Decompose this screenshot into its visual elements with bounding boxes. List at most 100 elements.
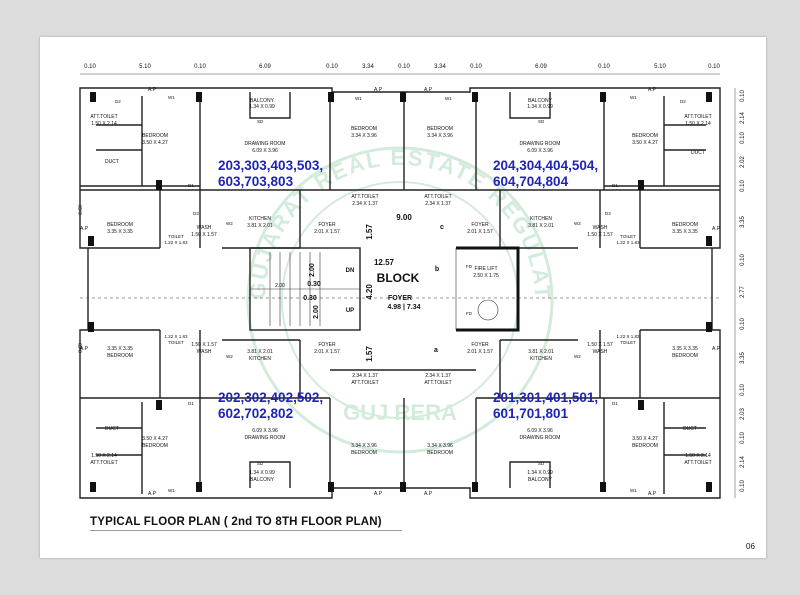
room-label: DUCT (691, 150, 705, 156)
room-size: 3.50 X 4.27 (142, 140, 168, 146)
room-label: BEDROOM (427, 450, 453, 456)
dim-top: 0.10 (194, 64, 206, 70)
dim-top: 0.10 (708, 64, 720, 70)
room-label: BEDROOM (632, 133, 658, 139)
dim-right: 2.02 (740, 156, 746, 168)
room-label: ATT.TOILET (684, 460, 711, 466)
room-size: 1.34 X 0.99 (527, 470, 553, 476)
room-size: 6.09 X 3.96 (527, 428, 553, 434)
door-window-marks: W1 SD W1 W1 SD W1 D2 D2 D1 D1 W2 W2 D3 D… (115, 95, 686, 493)
dim-top: 0.10 (598, 64, 610, 70)
room-size: 2.34 X 1.37 (425, 201, 451, 207)
room-size: 1.50 X 2.14 (91, 453, 117, 459)
room-label: DRAWING ROOM (520, 435, 561, 441)
room-label: BALCONY (250, 98, 275, 104)
room-label: FOYER (318, 222, 336, 228)
room-label: BEDROOM (632, 443, 658, 449)
room-label: ATT.TOILET (424, 380, 451, 386)
room-size: 1.22 X 1.83 (616, 334, 640, 339)
room-size: 3.81 X 2.01 (247, 349, 273, 355)
mark-label: SD (257, 119, 264, 124)
room-size: 1.50 X 2.14 (91, 121, 117, 127)
room-size: 2.01 X 1.57 (314, 349, 340, 355)
room-label: BEDROOM (351, 450, 377, 456)
room-size: 2.01 X 1.57 (314, 229, 340, 235)
lobby-side-dim: 1.57 (365, 346, 374, 362)
core-letter: c (440, 224, 444, 231)
core-labels: 9.00 12.57 BLOCK FOYER 4.98 | 7.34 1.57 … (275, 213, 444, 362)
plan-title: TYPICAL FLOOR PLAN ( 2nd TO 8TH FLOOR PL… (90, 516, 382, 528)
dim-top: 5.10 (654, 64, 666, 70)
stair-dn: DN (346, 268, 355, 274)
mark-label: SD (538, 119, 545, 124)
mark-label: D3 (193, 211, 199, 216)
room-size: 3.81 X 2.01 (528, 349, 554, 355)
room-label: TOILET (168, 340, 184, 345)
room-label: FOYER (471, 222, 489, 228)
dim-top: 6.09 (535, 64, 547, 70)
room-size: 3.34 X 3.96 (351, 133, 377, 139)
mark-label: W1 (168, 488, 175, 493)
lobby-side-dim: 1.57 (365, 224, 374, 240)
room-label: BEDROOM (672, 222, 698, 228)
dim-right: 0.10 (740, 384, 746, 396)
dim-right: 0.10 (740, 132, 746, 144)
dim-right: 0.10 (740, 90, 746, 102)
unit-numbers-bottom-right: 601,701,801 (493, 406, 569, 421)
room-size: 3.35 X 3.35 (672, 346, 698, 352)
room-size: 3.50 X 4.27 (632, 436, 658, 442)
ap-label: A.P (148, 87, 157, 93)
mark-label: FD (466, 264, 473, 269)
room-size: 1.50 X 1.57 (587, 232, 613, 238)
room-size: 6.09 X 3.96 (527, 148, 553, 154)
room-label: ATT.TOILET (684, 114, 711, 120)
central-core (249, 246, 520, 332)
mark-label: D2 (680, 99, 686, 104)
room-size: 3.35 X 3.35 (107, 229, 133, 235)
room-label: WASH (197, 225, 212, 231)
room-size: 3.50 X 4.27 (632, 140, 658, 146)
unit-numbers-bottom-left: 602,702,802 (218, 406, 293, 421)
room-size: 3.81 X 2.01 (247, 223, 273, 229)
room-label: WASH (197, 349, 212, 355)
block-depth: 12.57 (374, 258, 395, 267)
mark-label: D1 (188, 183, 194, 188)
unit-numbers-top-left: 603,703,803 (218, 174, 294, 189)
mark-label: D1 (612, 401, 618, 406)
mark-label: SD (257, 461, 264, 466)
room-size: 2.34 X 1.37 (425, 373, 451, 379)
block-label: BLOCK (377, 271, 420, 285)
room-size: 1.34 X 0.99 (249, 104, 275, 110)
room-label: BALCONY (528, 477, 553, 483)
room-label: BEDROOM (351, 126, 377, 132)
room-size: 6.09 X 3.96 (252, 428, 278, 434)
ap-label: A.P (424, 87, 433, 93)
room-size: 2.01 X 1.57 (467, 349, 493, 355)
dim-top: 5.10 (139, 64, 151, 70)
room-size: 1.50 X 2.14 (685, 453, 711, 459)
room-label: BEDROOM (427, 126, 453, 132)
dim-right: 0.10 (740, 180, 746, 192)
room-label: ATT.TOILET (351, 380, 378, 386)
dim-right: 2.03 (740, 408, 746, 420)
unit-number-labels: 203,303,403,503, 603,703,803 204,304,404… (218, 158, 598, 421)
room-size: 1.50 X 1.57 (191, 342, 217, 348)
room-label: WASH (593, 349, 608, 355)
mark-label: W1 (355, 96, 362, 101)
mark-label: D3 (605, 211, 611, 216)
room-label: KITCHEN (530, 356, 552, 362)
room-size: 2.50 X 1.75 (473, 273, 499, 279)
dim-left: 0.60 (78, 343, 84, 353)
dim-right: 2.77 (740, 286, 746, 298)
room-label: DUCT (105, 426, 119, 432)
mark-label: W1 (445, 96, 452, 101)
room-label: ATT.TOILET (90, 114, 117, 120)
core-letter: b (435, 266, 439, 273)
dim-top: 3.34 (434, 64, 446, 70)
title-underline (90, 530, 402, 531)
ap-label: A.P (712, 226, 721, 232)
dim-top: 0.10 (470, 64, 482, 70)
dim-top: 0.10 (84, 64, 96, 70)
room-label: DRAWING ROOM (245, 435, 286, 441)
room-label: BEDROOM (107, 222, 133, 228)
